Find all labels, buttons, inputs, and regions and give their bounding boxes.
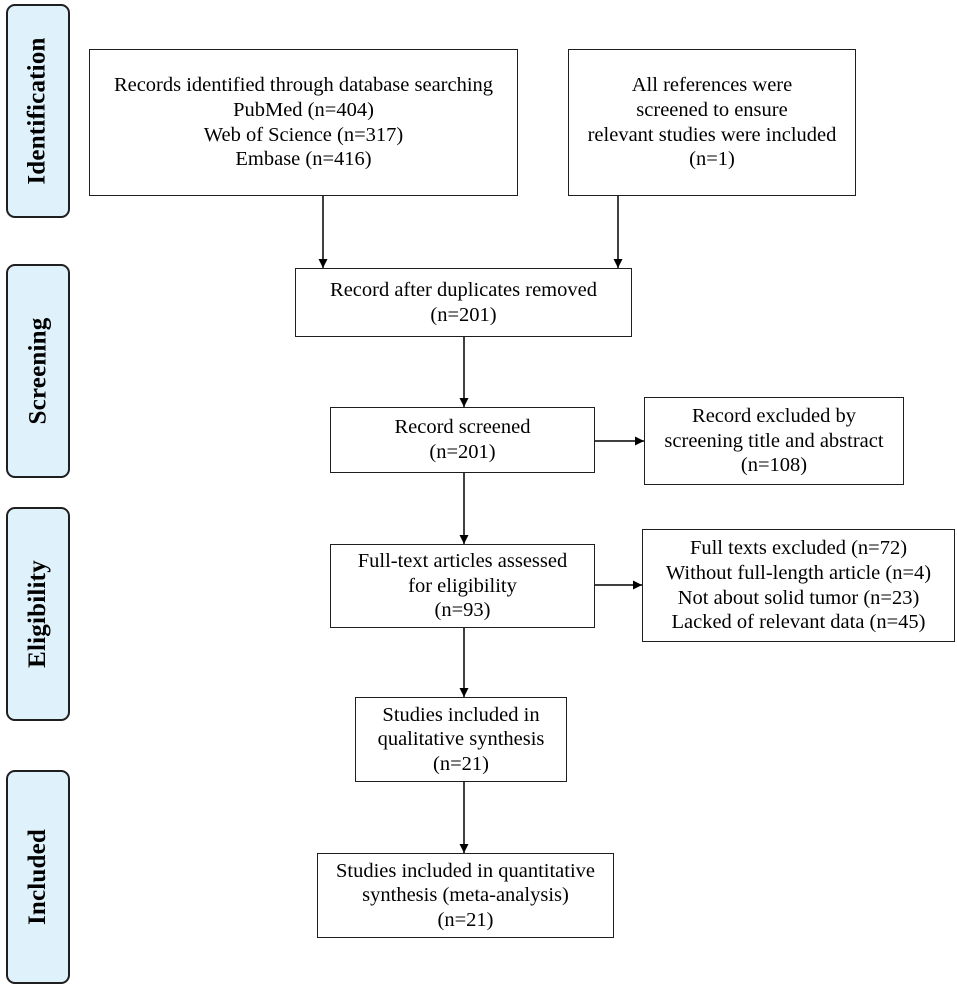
fulltext-excluded-box: Full texts excluded (n=72) Without full-… [642,529,955,642]
duplicates-removed-box: Record after duplicates removed (n=201) [295,268,632,337]
web-of-science-count: Web of Science (n=317) [203,123,404,146]
duplicates-removed-count: (n=201) [430,303,497,326]
excluded-title-abstract-line: screening title and abstract [664,429,884,452]
pubmed-count: PubMed (n=404) [233,98,374,121]
qualitative-synthesis-line: Studies included in [382,703,540,726]
excluded-title-abstract-line: Record excluded by [692,405,856,428]
fulltext-assessed-box: Full-text articles assessed for eligibil… [330,544,595,628]
quantitative-synthesis-box: Studies included in quantitative synthes… [317,853,614,938]
stage-eligibility: Eligibility [6,507,70,721]
quantitative-synthesis-count: (n=21) [437,908,494,931]
references-count: (n=1) [689,148,735,171]
qualitative-synthesis-box: Studies included in qualitative synthesi… [355,697,567,782]
references-line: relevant studies were included [587,123,837,146]
duplicates-removed-line: Record after duplicates removed [330,278,597,301]
quantitative-synthesis-line: Studies included in quantitative [335,859,596,882]
excluded-title-abstract-count: (n=108) [740,454,808,477]
fulltext-assessed-line: Full-text articles assessed [357,550,568,573]
database-search-box: Records identified through database sear… [89,49,518,196]
references-box: All references were screened to ensure r… [568,49,856,196]
stage-screening: Screening [6,264,70,478]
screened-count: (n=201) [429,441,496,463]
references-line: screened to ensure [636,98,788,121]
qualitative-synthesis-line: qualitative synthesis [377,728,545,751]
fulltext-assessed-count: (n=93) [434,599,491,622]
quantitative-synthesis-line: synthesis (meta-analysis) [362,884,569,907]
screened-line: Record screened [394,416,531,439]
excluded-title-abstract-box: Record excluded by screening title and a… [644,397,904,485]
fulltext-excluded-reason: Lacked of relevant data (n=45) [671,611,926,634]
stage-included: Included [6,770,70,984]
fulltext-excluded-reason: Not about solid tumor (n=23) [677,586,920,609]
fulltext-assessed-line: for eligibility [408,574,517,597]
references-line: All references were [631,74,793,97]
database-search-line: Records identified through database sear… [113,74,494,97]
fulltext-excluded-reason: Without full-length article (n=4) [665,561,932,584]
screened-box: Record screened (n=201) [330,407,595,473]
qualitative-synthesis-count: (n=21) [433,752,489,775]
embase-count: Embase (n=416) [235,148,372,171]
fulltext-excluded-total: Full texts excluded (n=72) [689,537,908,560]
stage-identification: Identification [6,4,70,218]
